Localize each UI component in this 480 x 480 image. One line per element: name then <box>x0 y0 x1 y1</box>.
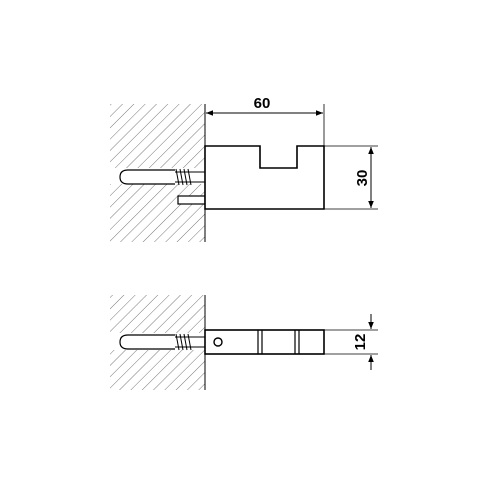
dimension-thickness-label: 12 <box>352 334 369 351</box>
set-screw-hole <box>213 337 223 347</box>
wall-plug-bottom <box>119 333 205 351</box>
wall-section-bottom <box>110 295 206 390</box>
dimension-width: 60 <box>204 95 325 146</box>
wall-section-top <box>110 104 206 242</box>
bottom-view: 12 <box>110 295 378 390</box>
set-screw-pin-top <box>177 195 206 205</box>
wall-plug-top <box>119 168 205 186</box>
hook-body-side <box>204 145 325 210</box>
top-view: 60 30 <box>110 95 378 242</box>
dimension-thickness: 12 <box>324 314 378 370</box>
dimension-height: 30 <box>324 145 378 210</box>
dimension-height-label: 30 <box>354 170 371 187</box>
hook-body-plan <box>204 329 325 355</box>
dimension-width-label: 60 <box>254 95 271 112</box>
